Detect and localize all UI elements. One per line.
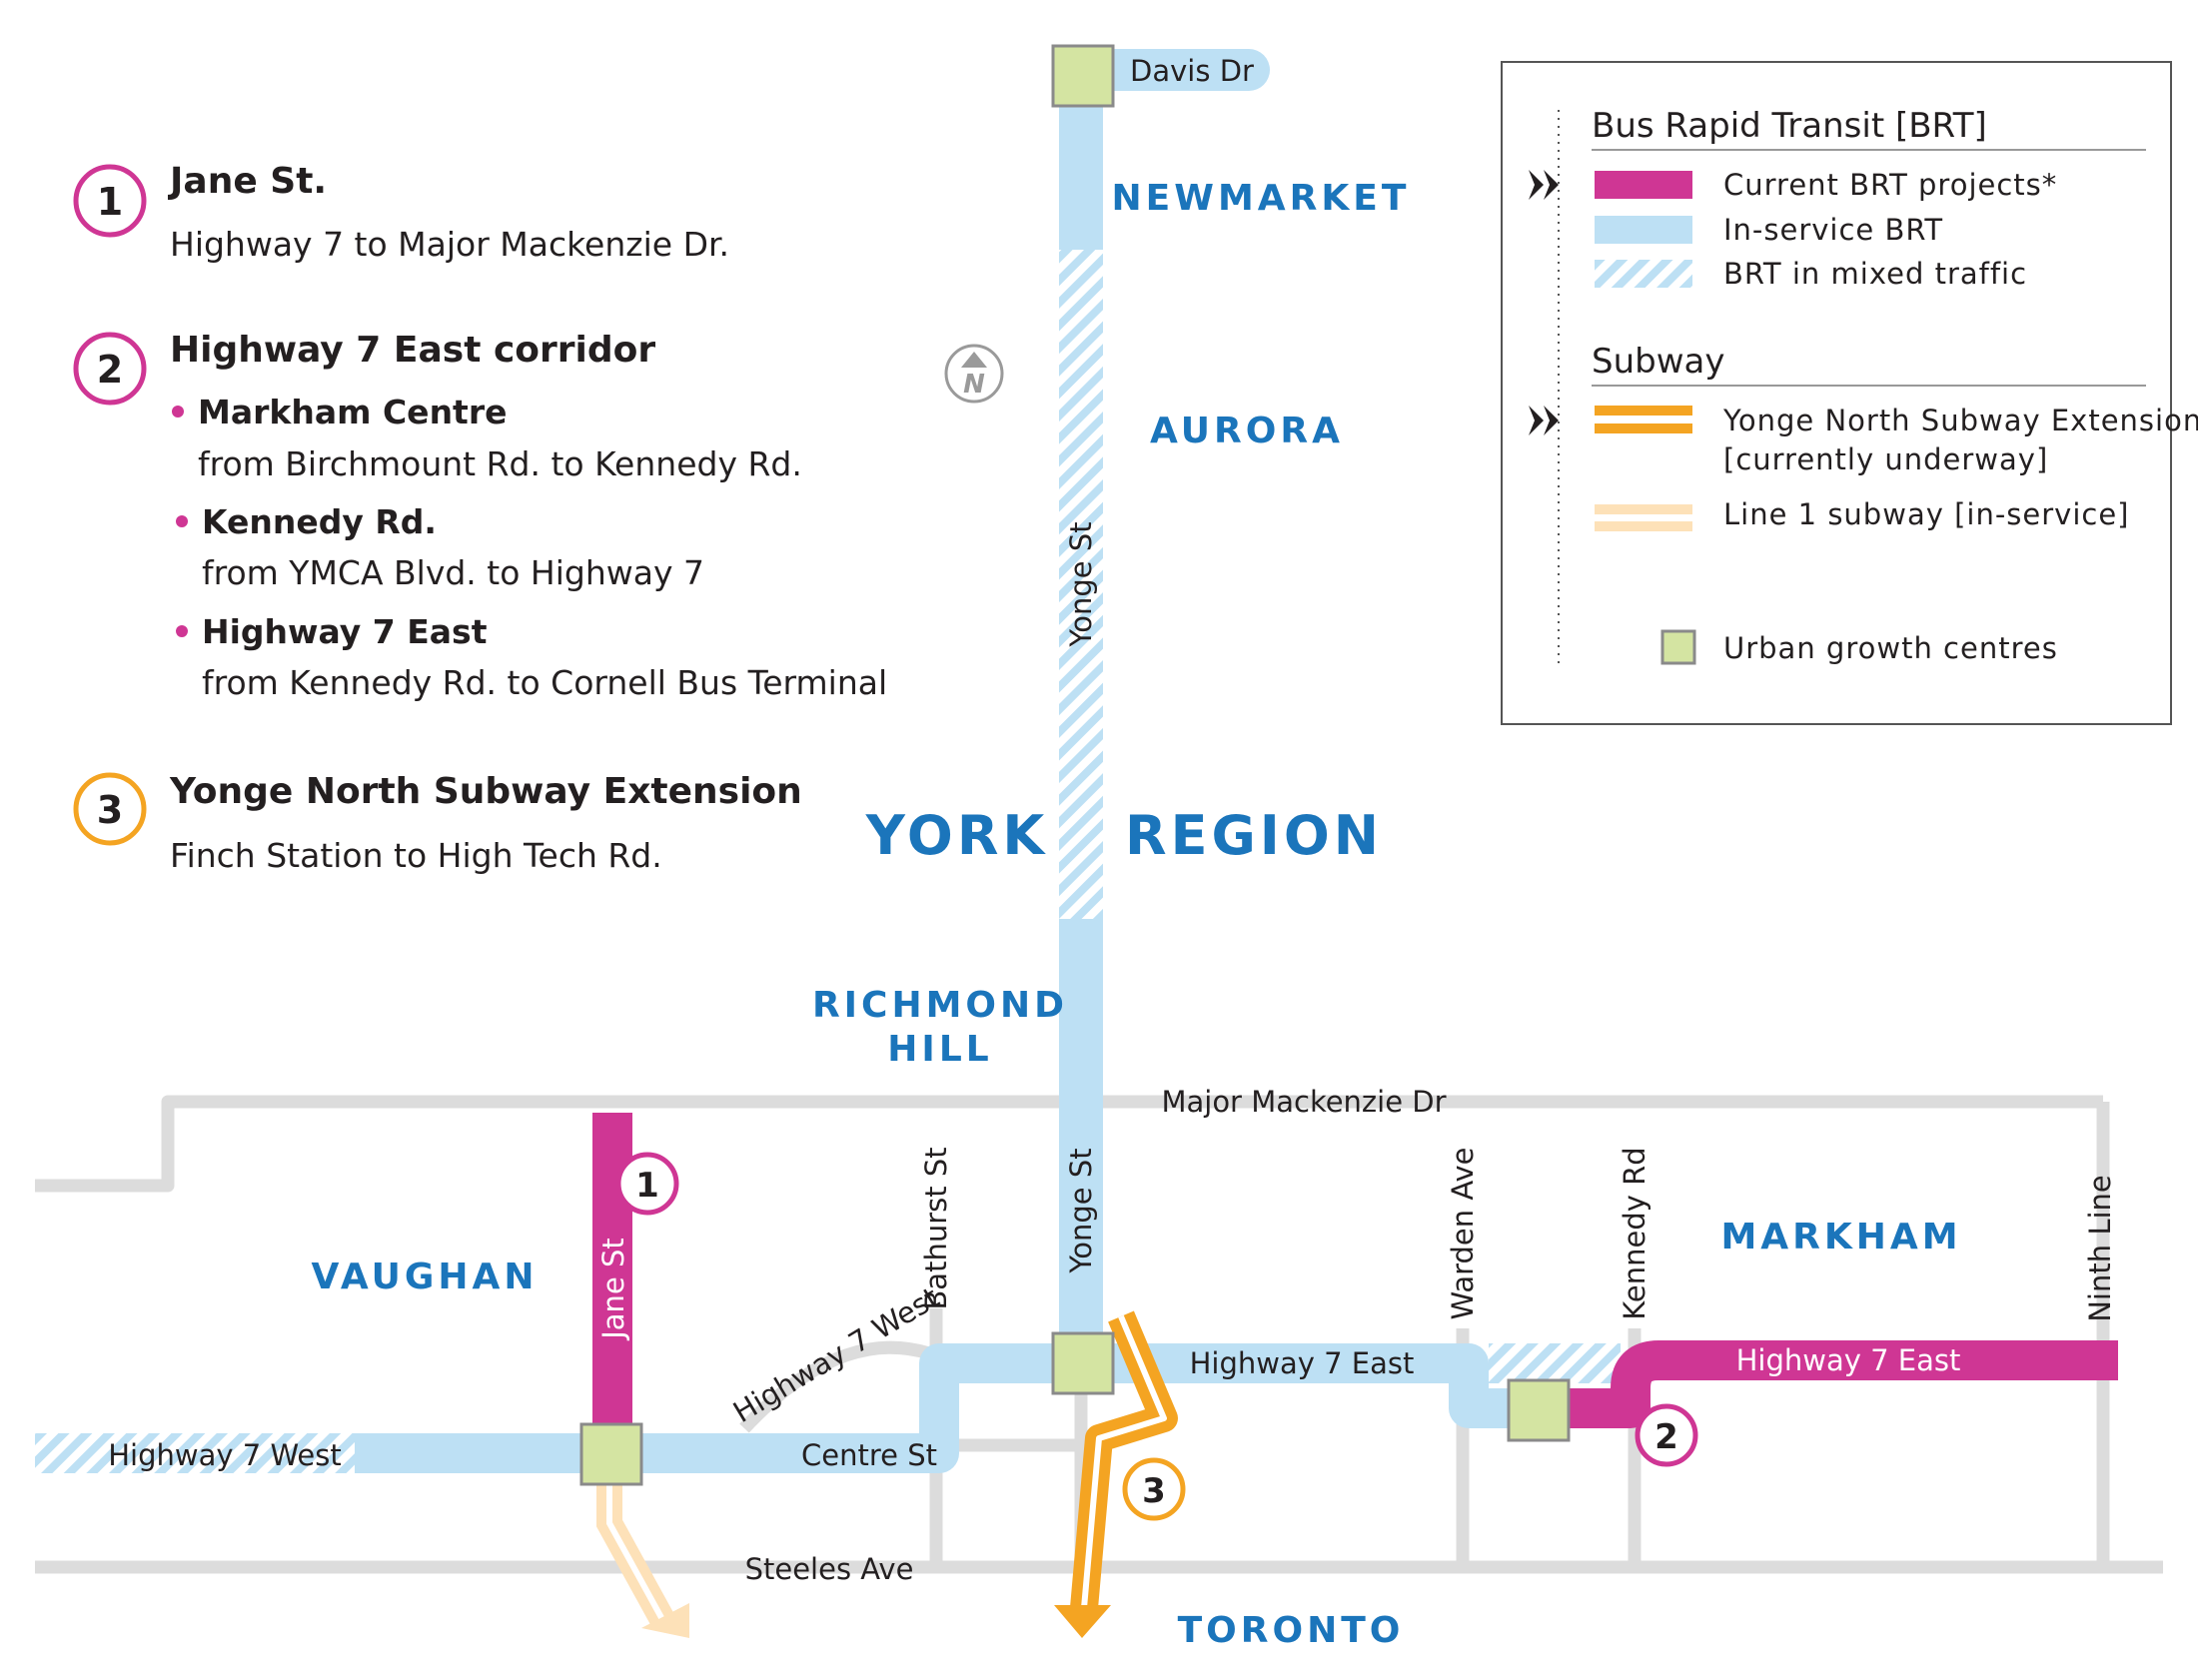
region-york: YORK <box>865 804 1049 867</box>
project-3-subtitle: Finch Station to High Tech Rd. <box>170 836 662 875</box>
street-hwy7-east-brt: Highway 7 East <box>1736 1343 1961 1377</box>
project-2-bullet-3-detail: from Kennedy Rd. to Cornell Bus Terminal <box>202 663 887 702</box>
in-service-brt <box>40 48 1554 1473</box>
svg-text:1: 1 <box>635 1166 659 1206</box>
ugc-vaughan <box>579 1422 643 1486</box>
street-jane: Jane St <box>596 1238 630 1341</box>
region-aurora: AURORA <box>1150 411 1344 451</box>
legend: Bus Rapid Transit [BRT] Current BRT proj… <box>1501 61 2198 725</box>
hwy7-west-mixed-traffic <box>35 1433 355 1473</box>
major-mackenzie-road <box>35 1095 2103 1193</box>
project-2-bullet-3-title: Highway 7 East <box>202 612 488 651</box>
project-3: 3 Yonge North Subway Extension Finch Sta… <box>73 771 802 875</box>
region-toronto: TORONTO <box>1178 1610 1405 1651</box>
svg-text:3: 3 <box>1142 1471 1166 1511</box>
marker-3: 3 <box>1122 1457 1186 1521</box>
street-major-mackenzie: Major Mackenzie Dr <box>1161 1085 1446 1119</box>
legend-brt-current: Current BRT projects* <box>1723 168 2057 202</box>
marker-2: 2 <box>1635 1403 1698 1467</box>
street-bathurst: Bathurst St <box>919 1147 953 1309</box>
legend-brt-mixed: BRT in mixed traffic <box>1723 257 2027 291</box>
yonge-mixed-traffic-1 <box>1059 250 1103 639</box>
street-hwy7-west: Highway 7 West <box>108 1438 342 1472</box>
legend-line1: Line 1 subway [in-service] <box>1723 497 2130 531</box>
street-centre: Centre St <box>801 1438 937 1472</box>
region-hill: HILL <box>887 1029 992 1070</box>
svg-text:2: 2 <box>97 348 123 392</box>
project-2-bullet-1-title: Markham Centre <box>198 393 508 431</box>
svg-text:3: 3 <box>97 788 123 832</box>
compass-icon: N <box>944 344 1004 404</box>
project-list: 1 Jane St. Highway 7 to Major Mackenzie … <box>73 161 887 875</box>
project-2-title: Highway 7 East corridor <box>170 330 655 371</box>
street-kennedy: Kennedy Rd <box>1618 1147 1651 1319</box>
legend-subway-heading: Subway <box>1592 342 1724 382</box>
project-2-bullet-2-detail: from YMCA Blvd. to Highway 7 <box>202 553 704 592</box>
hwy7-east-brt-project <box>1559 1340 2118 1428</box>
project-1: 1 Jane St. Highway 7 to Major Mackenzie … <box>73 161 729 264</box>
project-2-bullet-2-title: Kennedy Rd. <box>202 502 437 541</box>
region-newmarket: NEWMARKET <box>1112 178 1411 219</box>
marker-1: 1 <box>615 1152 679 1216</box>
project-1-title: Jane St. <box>167 161 327 202</box>
street-ninth-line: Ninth Line <box>2083 1175 2117 1322</box>
street-davis: Davis Dr <box>1130 54 1254 88</box>
project-3-title: Yonge North Subway Extension <box>169 771 802 812</box>
project-2-bullet-1-detail: from Birchmount Rd. to Kennedy Rd. <box>198 444 802 483</box>
street-yonge-upper: Yonge St <box>1064 521 1098 647</box>
street-warden: Warden Ave <box>1446 1148 1480 1320</box>
legend-subway-extension-note: [currently underway] <box>1723 442 2048 476</box>
hwy7-west-brt <box>40 1343 1489 1473</box>
street-hwy7-east: Highway 7 East <box>1190 1346 1415 1380</box>
yonge-mixed-traffic-2 <box>1059 639 1103 919</box>
region-markham: MARKHAM <box>1720 1217 1961 1258</box>
yonge-subway-extension <box>1070 1310 1178 1610</box>
region-vaughan: VAUGHAN <box>311 1257 538 1297</box>
ugc-richmond-hill <box>1051 1331 1115 1395</box>
region-richmond: RICHMOND <box>812 985 1068 1026</box>
line1-subway-link <box>596 1468 689 1638</box>
urban-growth-centres <box>579 44 1571 1486</box>
subway-arrow-head <box>1054 1605 1111 1638</box>
region-region: REGION <box>1125 804 1383 867</box>
project-1-subtitle: Highway 7 to Major Mackenzie Dr. <box>170 225 729 264</box>
street-yonge-lower: Yonge St <box>1064 1148 1098 1273</box>
legend-arrow-icon-2 <box>1529 406 1559 435</box>
svg-text:1: 1 <box>97 180 123 224</box>
street-steeles: Steeles Ave <box>745 1552 914 1586</box>
project-2: 2 Highway 7 East corridor Markham Centre… <box>73 330 887 702</box>
legend-subway-extension: Yonge North Subway Extension <box>1722 404 2198 437</box>
ugc-davis <box>1051 44 1115 108</box>
legend-arrow-icon <box>1529 170 1559 200</box>
legend-brt-heading: Bus Rapid Transit [BRT] <box>1592 106 1987 146</box>
current-brt-projects <box>592 1113 2118 1428</box>
svg-text:2: 2 <box>1654 1417 1678 1457</box>
hwy7-east-mixed-traffic <box>1489 1343 1621 1383</box>
hwy7-west-diag-road <box>739 1340 931 1433</box>
svg-text:N: N <box>963 370 985 400</box>
ugc-markham <box>1507 1378 1571 1442</box>
legend-brt-inservice: In-service BRT <box>1723 213 1943 247</box>
legend-ugc: Urban growth centres <box>1723 631 2058 665</box>
